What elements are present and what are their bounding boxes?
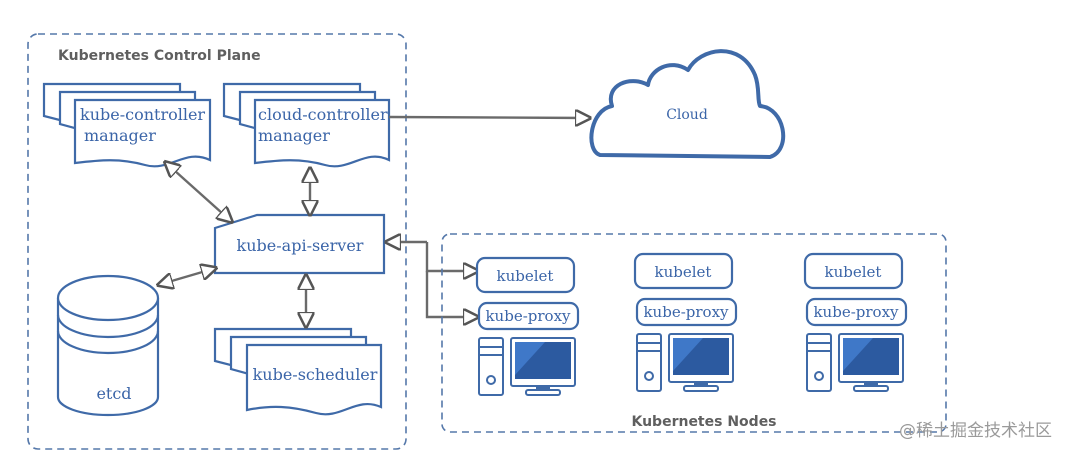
kube-proxy-label: kube-proxy bbox=[643, 303, 729, 321]
kube-proxy-box[interactable] bbox=[477, 301, 580, 331]
etcd-database[interactable]: etcd bbox=[56, 274, 160, 417]
connector-apiserver-kubelet bbox=[425, 242, 478, 271]
control-plane-boundary bbox=[27, 33, 407, 450]
cloud-label: Cloud bbox=[666, 107, 708, 123]
connector-apiserver-kubeproxy bbox=[425, 271, 478, 317]
connector-cloudcontroller-cloud bbox=[388, 117, 590, 118]
kubelet-label: kubelet bbox=[497, 267, 554, 285]
etcd-label: etcd bbox=[96, 384, 131, 403]
connector-controller-apiserver bbox=[165, 162, 232, 222]
computer-icon bbox=[806, 333, 904, 392]
kube-controller-manager-label-line2: manager bbox=[84, 126, 156, 145]
computer-icon bbox=[478, 337, 576, 396]
kube-proxy-label: kube-proxy bbox=[813, 303, 899, 321]
watermark: @稀土掘金技术社区 bbox=[899, 421, 1052, 441]
kube-scheduler[interactable]: kube-scheduler bbox=[213, 327, 383, 416]
kubelet-box[interactable] bbox=[803, 252, 904, 290]
kube-api-server-label: kube-api-server bbox=[237, 236, 364, 255]
nodes-boundary bbox=[441, 233, 947, 433]
kubelet-box[interactable] bbox=[633, 252, 734, 290]
cloud-controller-manager-label-line2: manager bbox=[258, 126, 330, 145]
node[interactable]: kubelet kube-proxy bbox=[475, 256, 580, 396]
nodes-label: Kubernetes Nodes bbox=[631, 414, 776, 430]
node[interactable]: kubelet kube-proxy bbox=[633, 252, 738, 392]
kube-proxy-box[interactable] bbox=[635, 297, 738, 327]
node[interactable]: kubelet kube-proxy bbox=[803, 252, 908, 392]
kube-proxy-label: kube-proxy bbox=[485, 307, 571, 325]
kubelet-box[interactable] bbox=[475, 256, 576, 294]
kube-proxy-box[interactable] bbox=[805, 297, 908, 327]
cloud-controller-manager-label-line1: cloud-controller bbox=[258, 105, 388, 124]
kubelet-label: kubelet bbox=[655, 263, 712, 281]
control-plane-label: Kubernetes Control Plane bbox=[58, 48, 261, 64]
kube-controller-manager[interactable]: kube-controller manager bbox=[42, 82, 212, 168]
kube-scheduler-label: kube-scheduler bbox=[253, 365, 378, 384]
computer-icon bbox=[636, 333, 734, 392]
connector-etcd-apiserver bbox=[158, 268, 216, 285]
cloud-controller-manager[interactable]: cloud-controller manager bbox=[222, 82, 391, 168]
cloud[interactable]: Cloud bbox=[589, 49, 786, 159]
kube-controller-manager-label-line1: kube-controller bbox=[80, 105, 205, 124]
kube-api-server[interactable]: kube-api-server bbox=[213, 213, 386, 275]
cloud-icon bbox=[589, 49, 786, 159]
kubelet-label: kubelet bbox=[825, 263, 882, 281]
